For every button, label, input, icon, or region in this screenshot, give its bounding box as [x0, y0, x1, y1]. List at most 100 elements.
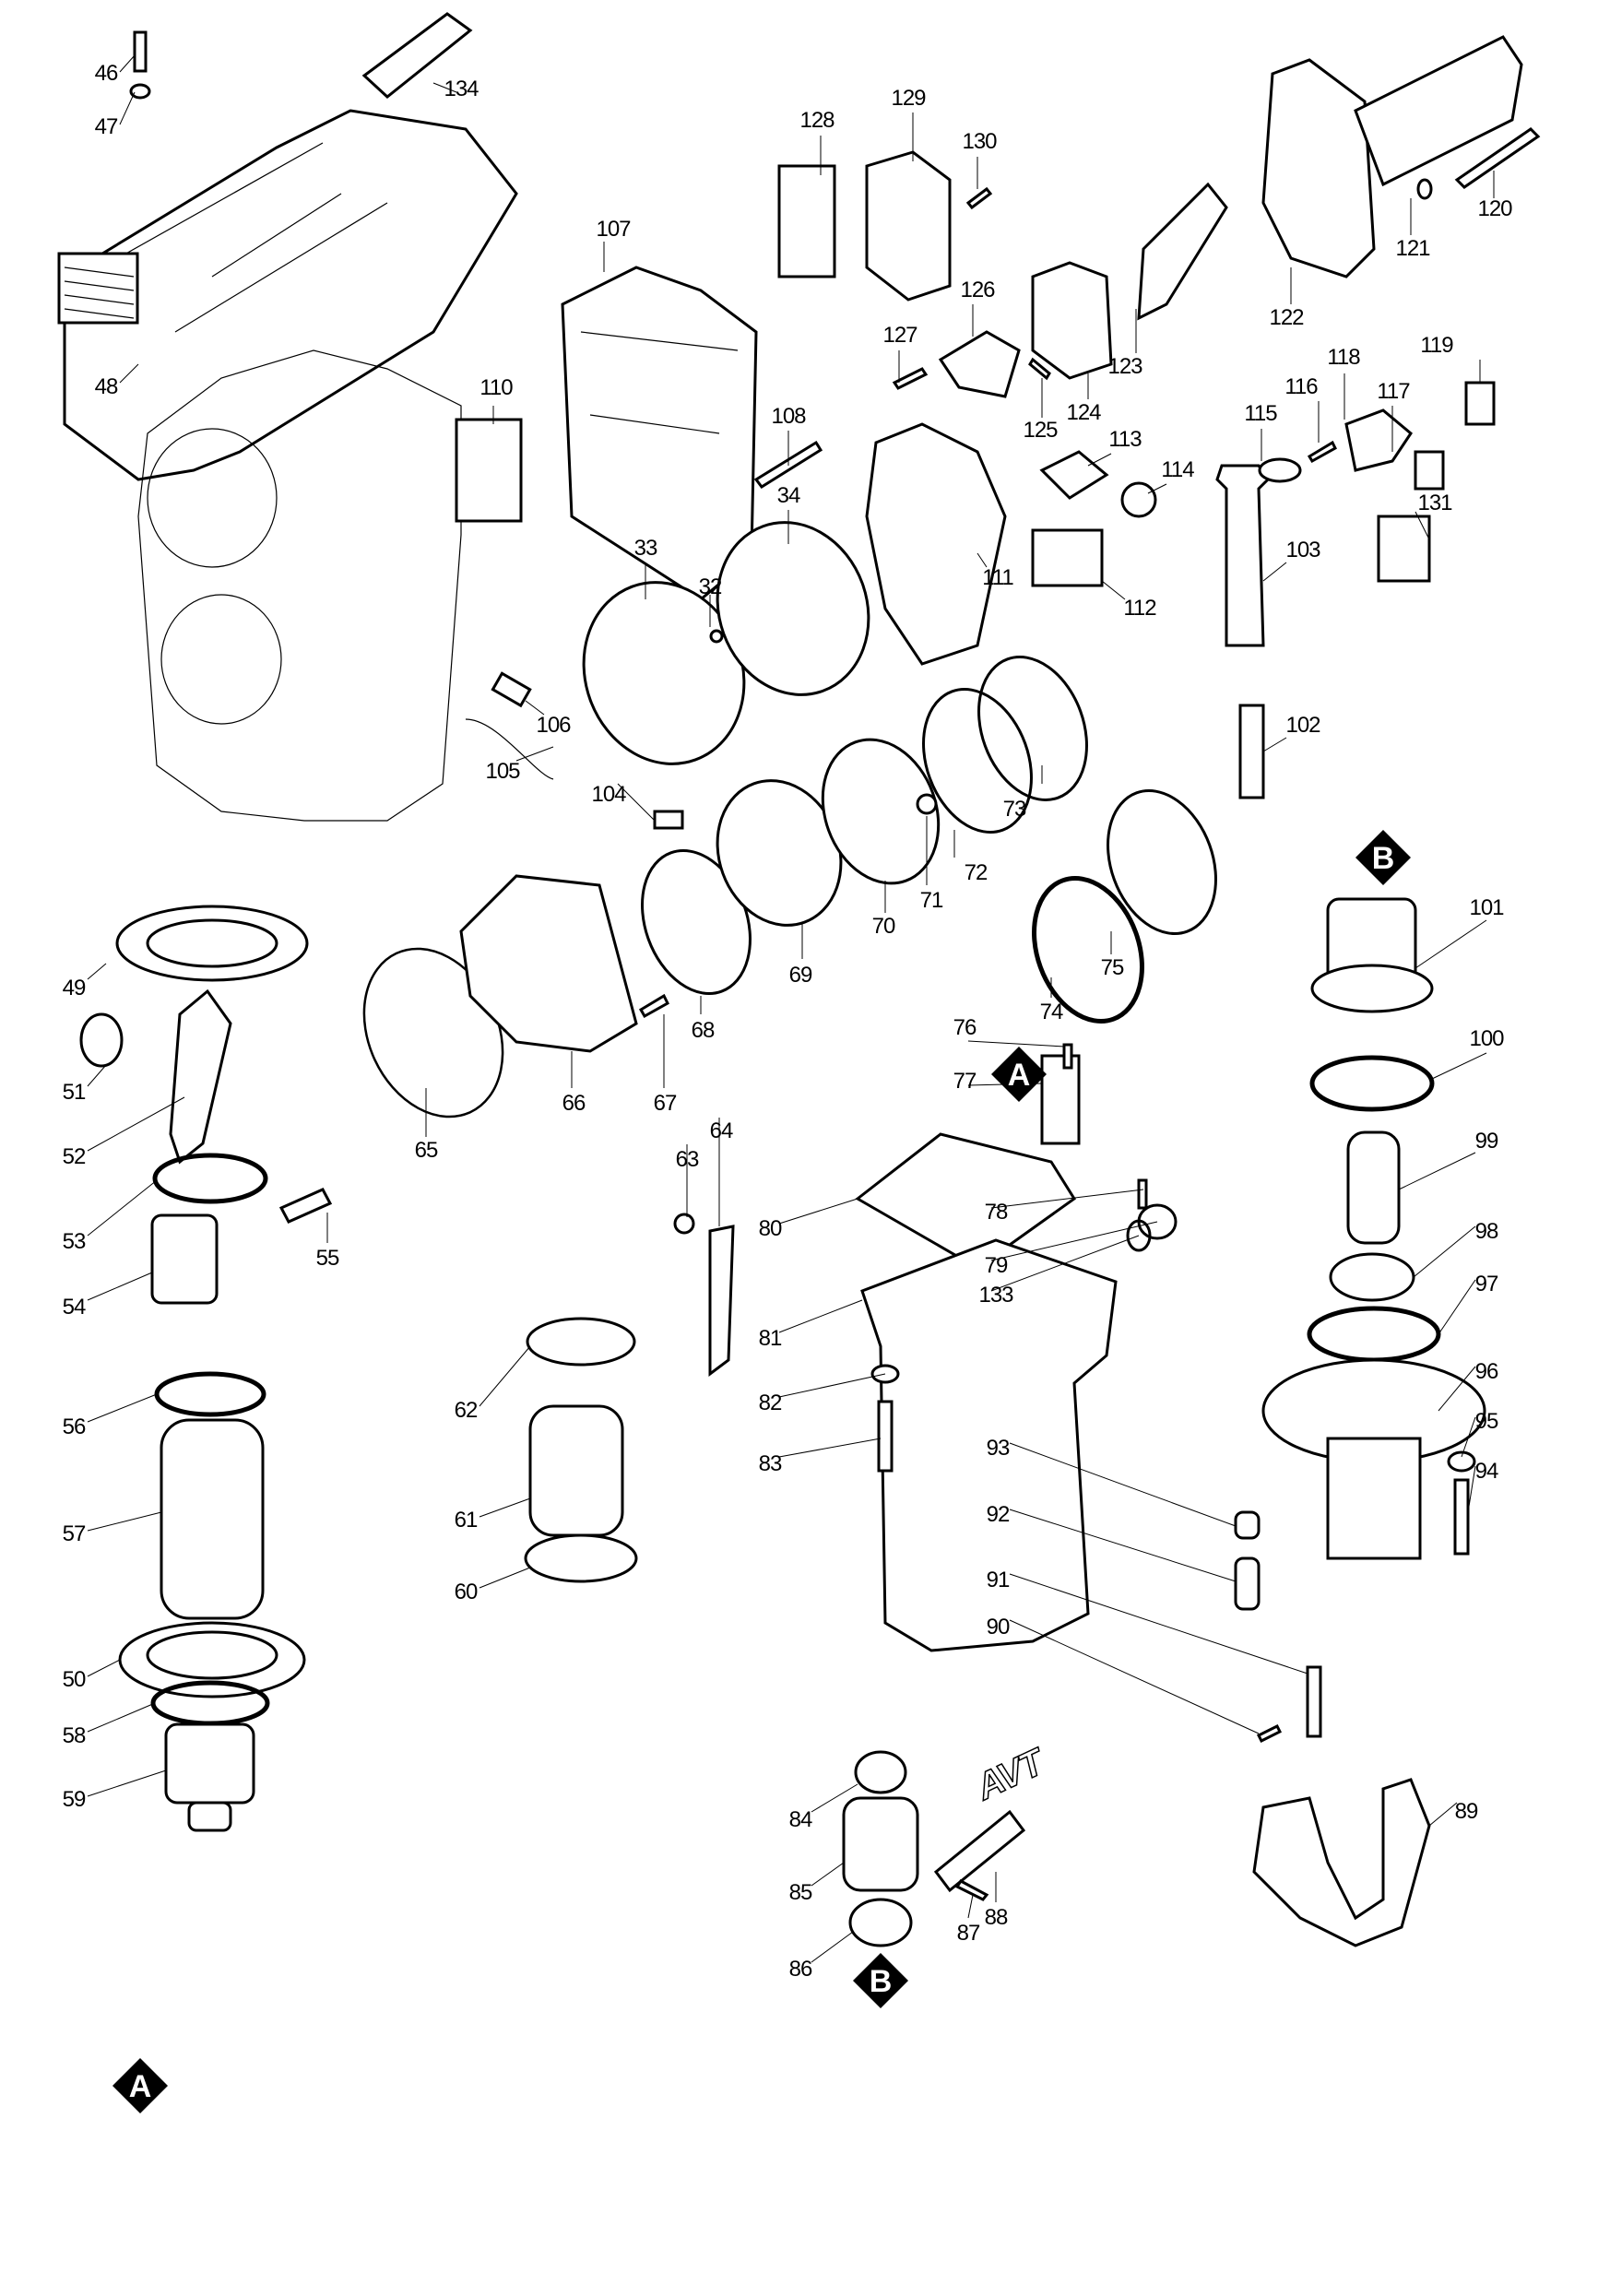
part-95-washer — [1447, 1450, 1476, 1473]
part-label-123: 123 — [1107, 354, 1142, 379]
part-label-119: 119 — [1420, 333, 1453, 358]
part-128-switch — [777, 164, 836, 278]
part-81-barrel — [860, 1238, 1118, 1652]
part-107-crank-cover — [561, 266, 758, 601]
part-label-94: 94 — [1474, 1459, 1499, 1484]
marker-b-top-letter: B — [1372, 841, 1395, 876]
part-label-108: 108 — [771, 404, 806, 429]
part-label-117: 117 — [1377, 379, 1410, 404]
part-label-129: 129 — [891, 86, 926, 111]
part-label-81: 81 — [758, 1326, 783, 1351]
part-131-block — [1377, 515, 1431, 583]
part-label-83: 83 — [758, 1451, 783, 1476]
part-label-55: 55 — [315, 1246, 340, 1271]
part-label-87: 87 — [956, 1921, 981, 1946]
part-label-126: 126 — [960, 278, 995, 302]
part-57-cylinder — [160, 1418, 265, 1620]
part-label-115: 115 — [1244, 401, 1277, 426]
part-label-122: 122 — [1269, 305, 1304, 330]
part-label-74: 74 — [1039, 1000, 1064, 1024]
part-label-56: 56 — [62, 1414, 87, 1439]
part-67-screw — [638, 993, 669, 1019]
part-label-106: 106 — [536, 713, 571, 738]
part-label-86: 86 — [788, 1957, 813, 1982]
part-label-116: 116 — [1284, 374, 1318, 399]
part-102-cord — [1238, 704, 1265, 799]
part-49-washer — [115, 905, 309, 982]
part-label-110: 110 — [479, 375, 513, 400]
part-label-78: 78 — [984, 1200, 1009, 1225]
part-label-96: 96 — [1474, 1359, 1499, 1384]
part-label-130: 130 — [962, 129, 997, 154]
part-74-o-ring — [1032, 876, 1144, 1024]
part-label-58: 58 — [62, 1723, 87, 1748]
part-60-guide-ring — [524, 1533, 638, 1583]
part-label-131: 131 — [1417, 491, 1452, 515]
part-label-68: 68 — [691, 1018, 716, 1043]
part-53-ring — [152, 1153, 268, 1204]
part-label-72: 72 — [964, 860, 988, 885]
part-116-screw — [1307, 440, 1337, 464]
part-label-114: 114 — [1161, 457, 1194, 482]
part-77-guide — [1040, 1054, 1081, 1145]
part-label-48: 48 — [94, 374, 119, 399]
part-label-47: 47 — [94, 114, 119, 139]
part-label-50: 50 — [62, 1667, 87, 1692]
part-label-51: 51 — [62, 1080, 87, 1105]
part-118-sleeve — [1344, 408, 1413, 472]
part-label-33: 33 — [633, 536, 658, 561]
part-label-64: 64 — [709, 1118, 734, 1143]
part-label-91: 91 — [986, 1568, 1011, 1592]
part-83-bolt — [877, 1400, 894, 1473]
part-113-sleeve — [1039, 450, 1109, 500]
part-115-clamp — [1258, 457, 1302, 483]
part-label-60: 60 — [454, 1580, 479, 1604]
part-119-terminal — [1464, 381, 1496, 426]
part-105-lead-wire — [465, 718, 554, 780]
part-99-sleeve — [1346, 1130, 1401, 1245]
part-label-53: 53 — [62, 1229, 87, 1254]
part-label-104: 104 — [591, 782, 626, 807]
part-motor-cover — [57, 109, 518, 481]
part-label-128: 128 — [799, 108, 835, 133]
marker-a-bottom: A — [111, 2056, 170, 2115]
part-125-pin — [1028, 357, 1051, 381]
marker-b-bottom: B — [851, 1951, 910, 2010]
marker-a-top: A — [989, 1045, 1048, 1104]
part-label-105: 105 — [485, 759, 520, 784]
part-97-o-ring — [1307, 1306, 1441, 1363]
part-label-111: 111 — [982, 565, 1013, 590]
part-59-tool-retainer — [164, 1722, 255, 1832]
part-70-armature-plate — [821, 738, 941, 885]
part-55-piston-pin — [278, 1188, 333, 1224]
part-130-screw — [965, 186, 993, 210]
part-71-spacer — [916, 793, 938, 815]
part-label-63: 63 — [675, 1147, 700, 1172]
part-89-handle-grip — [1252, 1778, 1431, 1947]
part-127-screw — [892, 367, 929, 390]
part-label-102: 102 — [1285, 713, 1320, 738]
part-110-switch-box — [455, 418, 523, 523]
part-121-washer — [1416, 178, 1433, 200]
part-label-90: 90 — [986, 1615, 1011, 1639]
part-label-125: 125 — [1023, 418, 1058, 443]
part-label-88: 88 — [984, 1905, 1009, 1930]
part-label-113: 113 — [1108, 427, 1142, 452]
part-106-insulator — [491, 671, 532, 708]
part-104-connector — [653, 810, 684, 830]
part-label-67: 67 — [653, 1091, 678, 1116]
part-label-121: 121 — [1395, 236, 1430, 261]
part-103-handle-tube — [1215, 464, 1270, 647]
part-label-112: 112 — [1123, 596, 1156, 621]
part-93-cap — [1234, 1510, 1261, 1540]
part-label-118: 118 — [1327, 345, 1360, 370]
part-label-57: 57 — [62, 1521, 87, 1546]
part-85-bushing — [842, 1796, 919, 1892]
marker-a-bottom-letter: A — [129, 2069, 152, 2104]
part-label-62: 62 — [454, 1398, 479, 1423]
part-label-77: 77 — [953, 1069, 977, 1094]
part-label-34: 34 — [776, 483, 801, 508]
part-label-89: 89 — [1454, 1799, 1479, 1824]
part-122-handle — [1261, 35, 1523, 278]
part-label-32: 32 — [698, 574, 723, 599]
